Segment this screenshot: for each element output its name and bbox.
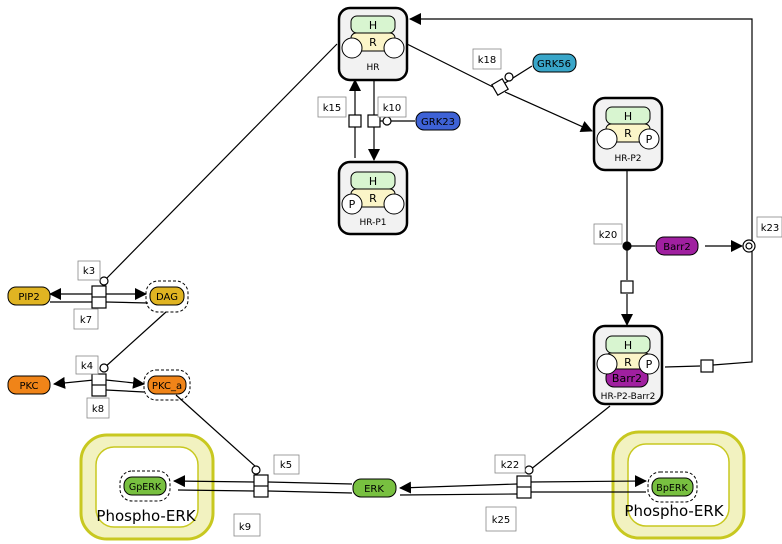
svg-text:k5: k5 <box>280 460 292 471</box>
species-pkc[interactable]: PKC <box>7 375 51 395</box>
reaction-label-k3: k3 <box>77 260 101 281</box>
svg-text:k3: k3 <box>83 266 95 277</box>
reaction-labels: k15 k10 k18 k20 k23 k3 k7 k4 k8 k5 k9 k2… <box>73 48 782 537</box>
process-node-k15 <box>348 114 362 128</box>
subunit-barr2-label: Barr2 <box>612 372 642 385</box>
compartment-label: Phospho-ERK <box>96 507 196 525</box>
svg-text:PKC_a: PKC_a <box>152 381 182 392</box>
edges <box>49 13 753 496</box>
svg-text:PIP2: PIP2 <box>18 292 39 303</box>
svg-text:k8: k8 <box>92 404 104 415</box>
svg-text:PKC: PKC <box>19 381 38 392</box>
svg-text:k7: k7 <box>80 315 92 326</box>
process-node-k20 <box>620 280 634 294</box>
svg-text:GRK56: GRK56 <box>537 59 571 70</box>
complex-caption: HR-P1 <box>359 218 386 228</box>
reaction-label-k20: k20 <box>593 223 623 245</box>
complex-caption: HR-P2-Barr2 <box>601 392 656 402</box>
reaction-label-k10: k10 <box>377 96 407 118</box>
svg-text:k9: k9 <box>239 522 251 533</box>
svg-text:Barr2: Barr2 <box>663 242 690 253</box>
complex-hr[interactable]: H R HR <box>337 6 409 82</box>
species-barr2[interactable]: Barr2 <box>655 236 699 256</box>
svg-text:GRK23: GRK23 <box>421 117 455 128</box>
modulation-markers <box>99 72 756 475</box>
subunit-h-label: H <box>624 339 632 352</box>
state-p-label: P <box>349 198 356 211</box>
svg-text:k15: k15 <box>323 103 342 114</box>
subunit-r-label: R <box>369 36 377 49</box>
svg-text:k22: k22 <box>501 460 520 471</box>
svg-text:k23: k23 <box>761 223 780 234</box>
complex-hr-p1[interactable]: H R P HR-P1 <box>337 160 409 236</box>
subunit-h-label: H <box>369 175 377 188</box>
reaction-label-k23: k23 <box>756 216 782 238</box>
svg-text:k18: k18 <box>478 55 497 66</box>
svg-text:k10: k10 <box>383 103 402 114</box>
species-gperk[interactable]: GpERK <box>119 470 171 502</box>
reaction-label-k7: k7 <box>73 308 99 330</box>
species-pkc-a[interactable]: PKC_a <box>143 369 191 401</box>
svg-text:k20: k20 <box>599 230 618 241</box>
svg-text:k4: k4 <box>81 361 93 372</box>
subunit-h-label: H <box>369 19 377 32</box>
subunit-h-label: H <box>624 110 632 123</box>
reaction-label-k8: k8 <box>86 397 110 419</box>
svg-text:GpERK: GpERK <box>129 482 162 493</box>
state-p-label: P <box>646 133 653 146</box>
state-p-label: P <box>646 358 653 371</box>
species-grk56[interactable]: GRK56 <box>532 53 577 73</box>
reaction-label-k5: k5 <box>273 454 300 475</box>
reaction-label-k15: k15 <box>317 96 347 118</box>
complex-caption: HR-P2 <box>614 154 641 164</box>
compartment-label: Phospho-ERK <box>624 502 724 520</box>
species-grk23[interactable]: GRK23 <box>415 111 461 131</box>
reaction-label-k25: k25 <box>485 506 517 532</box>
process-nodes <box>91 77 714 499</box>
complex-hr-p2[interactable]: H R P HR-P2 <box>592 96 664 172</box>
complex-hr-p2-barr2[interactable]: H R Barr2 P HR-P2-Barr2 <box>592 324 664 406</box>
reaction-label-k18: k18 <box>472 48 502 70</box>
species-bperk[interactable]: BpERK <box>647 471 698 503</box>
reaction-label-k22: k22 <box>494 454 526 474</box>
subunit-r-label: R <box>624 127 632 140</box>
svg-text:DAG: DAG <box>156 292 178 303</box>
species-dag[interactable]: DAG <box>145 280 189 313</box>
svg-text:k25: k25 <box>492 515 511 526</box>
process-node-k23 <box>700 359 714 373</box>
reaction-label-k9: k9 <box>233 513 261 537</box>
reaction-label-k4: k4 <box>75 355 99 375</box>
process-node-k10 <box>367 114 381 128</box>
species-erk[interactable]: ERK <box>352 478 397 498</box>
subunit-r-label: R <box>369 192 377 205</box>
svg-text:ERK: ERK <box>364 484 384 495</box>
svg-text:BpERK: BpERK <box>656 483 688 494</box>
species-pip2[interactable]: PIP2 <box>7 286 51 306</box>
complex-caption: HR <box>366 63 379 73</box>
process-node-k18 <box>490 77 510 97</box>
subunit-r-label: R <box>624 356 632 369</box>
